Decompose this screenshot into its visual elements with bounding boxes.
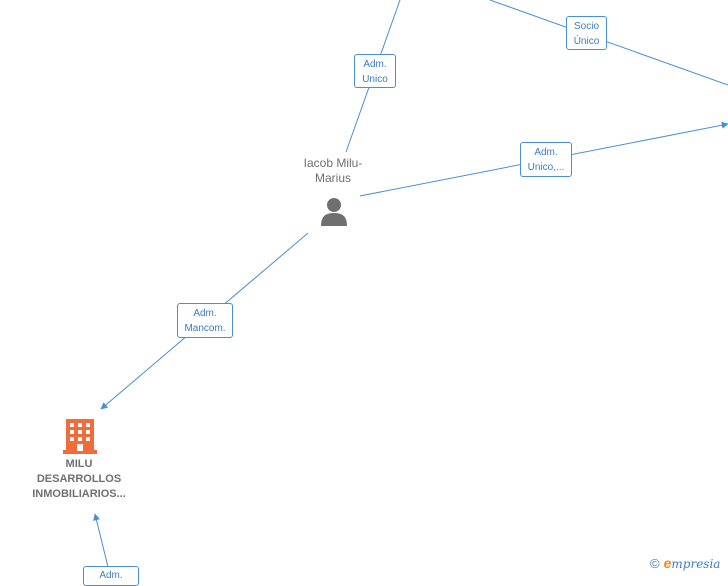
brand-initial: e (663, 555, 672, 571)
edge-label-line1: Adm. (193, 308, 217, 319)
brand-name: mpresia (671, 557, 721, 571)
edge-label-adm-bottom[interactable]: Adm. (83, 566, 139, 586)
edge-label-line1: Socio (573, 21, 599, 32)
edge-label-adm-unico-right[interactable]: Adm. Unico,... (520, 142, 572, 177)
edge-label-line2: Unico (362, 74, 388, 85)
edge-label-adm-unico-top[interactable]: Adm. Unico (354, 54, 396, 88)
edge-label-line2: Unico,... (527, 162, 565, 173)
company-name-line2: DESARROLLOS (36, 473, 122, 485)
edge-line-bottom-to-company (93, 513, 109, 568)
building-icon[interactable] (63, 418, 97, 454)
edge-label-line1: Adm. (534, 147, 558, 158)
person-icon[interactable] (318, 196, 350, 228)
edge-label-adm-mancom[interactable]: Adm. Mancom. (177, 303, 233, 338)
company-node-name[interactable]: MILU DESARROLLOS INMOBILIARIOS... (14, 457, 144, 502)
person-name-line1: Iacob Milu- (303, 156, 363, 170)
edge-label-line2: Mancom. (184, 323, 226, 334)
edge-line-top-to-right (489, 0, 728, 86)
person-node-name[interactable]: Iacob Milu- Marius (286, 156, 380, 186)
edge-label-line1: Adm. (363, 59, 387, 70)
edge-label-socio-unico[interactable]: Socio Único (566, 16, 607, 50)
person-name-line2: Marius (314, 171, 351, 185)
edge-label-line2: Único (573, 36, 600, 47)
company-name-line1: MILU (65, 458, 93, 470)
copyright-icon: © (650, 556, 660, 571)
company-name-line3: INMOBILIARIOS... (32, 488, 126, 500)
empresia-watermark: ©empresia (650, 555, 720, 573)
edge-label-line1: Adm. (99, 570, 123, 581)
